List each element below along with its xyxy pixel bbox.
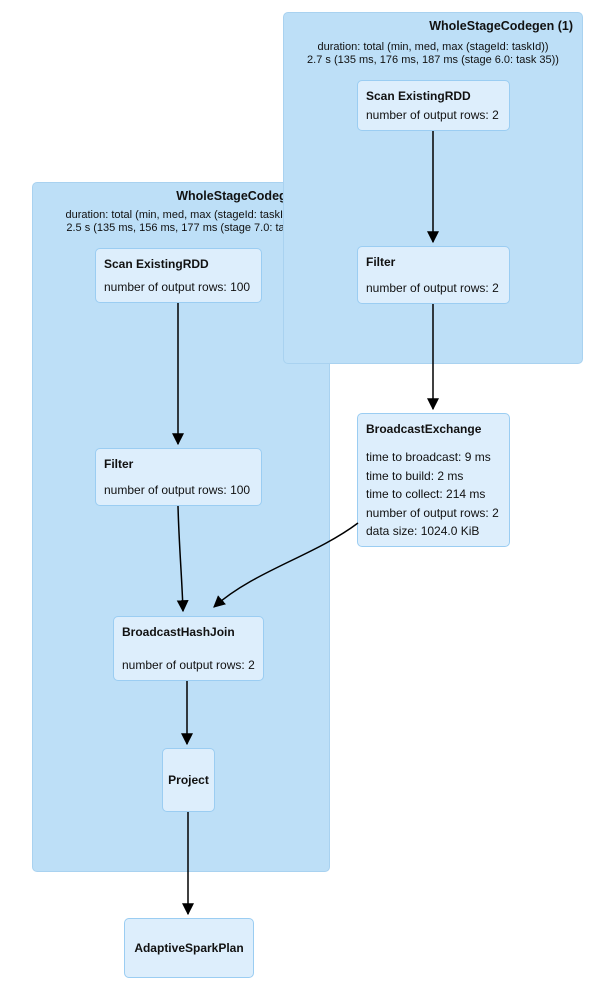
node-filter-1-rows: number of output rows: 2: [366, 281, 499, 295]
node-broadcast-exchange-title: BroadcastExchange: [366, 422, 482, 436]
cluster-1-title: WholeStageCodegen (1): [429, 19, 573, 33]
metric-time-to-broadcast: time to broadcast: 9 ms: [366, 450, 491, 464]
node-asp-title: AdaptiveSparkPlan: [134, 941, 244, 955]
metric-time-to-build: time to build: 2 ms: [366, 468, 464, 483]
node-scan-1-rows: number of output rows: 2: [366, 108, 499, 122]
node-adaptive-spark-plan[interactable]: AdaptiveSparkPlan: [124, 918, 254, 978]
node-scan-existingrdd-2[interactable]: Scan ExistingRDD number of output rows: …: [95, 248, 262, 303]
metric-output-rows: number of output rows: 2: [366, 505, 499, 520]
cluster-2-duration-line1: duration: total (min, med, max (stageId:…: [65, 209, 297, 221]
cluster-1-duration-line1: duration: total (min, med, max (stageId:…: [317, 41, 549, 53]
node-filter-1[interactable]: Filter number of output rows: 2: [357, 246, 510, 304]
node-filter-2-title: Filter: [104, 457, 134, 471]
broadcast-exchange-metrics: time to broadcast: 9 ms time to build: 2…: [366, 450, 501, 538]
node-scan-1-title: Scan ExistingRDD: [366, 89, 471, 103]
node-bhj-title: BroadcastHashJoin: [122, 625, 235, 639]
cluster-wholestagecodegen-1: WholeStageCodegen (1) duration: total (m…: [283, 12, 583, 364]
node-bhj-rows: number of output rows: 2: [122, 658, 255, 672]
node-filter-2-rows: number of output rows: 100: [104, 483, 251, 497]
node-filter-1-title: Filter: [366, 255, 396, 269]
node-project[interactable]: Project: [162, 748, 215, 812]
metric-data-size: data size: 1024.0 KiB: [366, 524, 480, 538]
node-scan-existingrdd-1[interactable]: Scan ExistingRDD number of output rows: …: [357, 80, 510, 131]
metric-time-to-collect: time to collect: 214 ms: [366, 487, 486, 501]
cluster-2-duration-line2: 2.5 s (135 ms, 156 ms, 177 ms (stage 7.0…: [66, 222, 296, 234]
node-broadcast-exchange[interactable]: BroadcastExchange time to broadcast: 9 m…: [357, 413, 510, 547]
cluster-1-duration-line2: 2.7 s (135 ms, 176 ms, 187 ms (stage 6.0…: [307, 54, 559, 66]
node-scan-2-rows: number of output rows: 100: [104, 280, 251, 294]
node-broadcast-hash-join[interactable]: BroadcastHashJoin number of output rows:…: [113, 616, 264, 681]
node-scan-2-title: Scan ExistingRDD: [104, 257, 209, 271]
node-filter-2[interactable]: Filter number of output rows: 100: [95, 448, 262, 506]
node-project-title: Project: [168, 773, 209, 787]
